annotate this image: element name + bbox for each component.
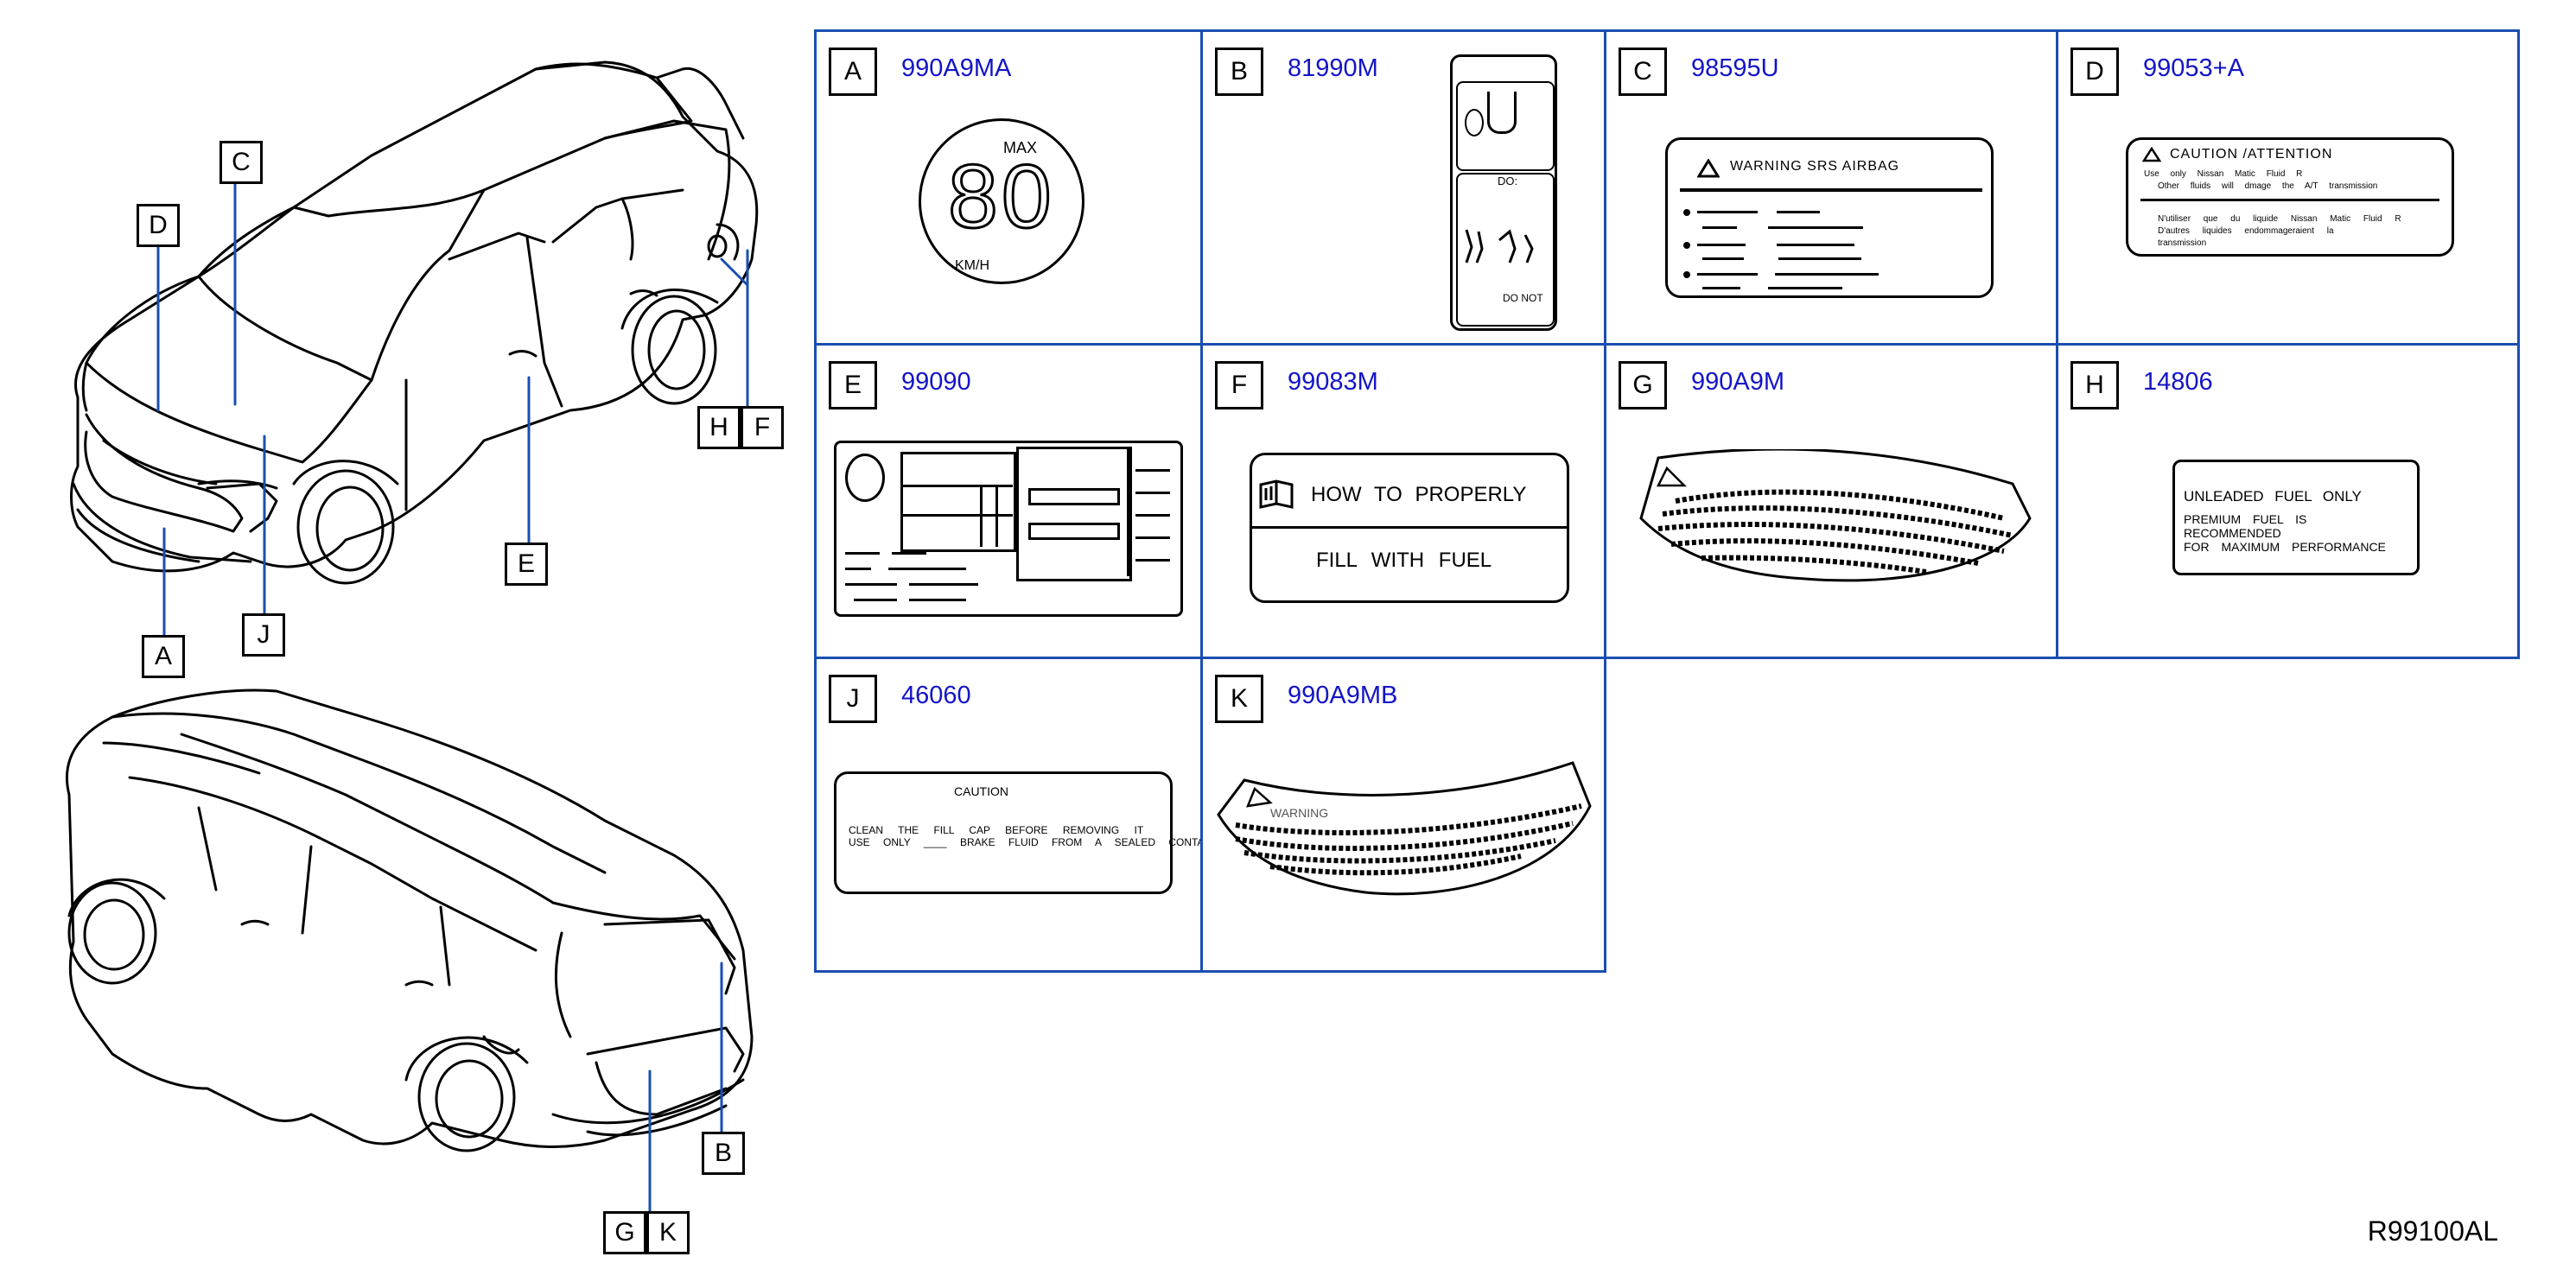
callout-c: C bbox=[219, 141, 263, 184]
callout-f: F bbox=[741, 406, 784, 449]
label-cell-d: D 99053+A CAUTION /ATTENTION Use only Ni… bbox=[2056, 29, 2520, 346]
label-grid: A 990A9MA MAX 80 KM/H B 81990M DO: DO NO… bbox=[814, 29, 2520, 973]
label-cell-c: C 98595U WARNING SRS AIRBAG bbox=[1604, 29, 2058, 346]
fluid-line-3: N'utiliser que du liquide Nissan Matic F… bbox=[2158, 214, 2401, 224]
label-cell-h: H 14806 UNLEADED FUEL ONLY PREMIUM FUEL … bbox=[2056, 343, 2520, 659]
callout-h: H bbox=[697, 406, 741, 449]
max-text: MAX bbox=[1003, 139, 1038, 156]
callout-g: G bbox=[603, 1211, 646, 1254]
curved-warning-label-2 bbox=[1217, 761, 1592, 896]
callout-d: D bbox=[137, 204, 180, 247]
srs-heading: WARNING SRS AIRBAG bbox=[1730, 159, 1900, 174]
curved-warning-label bbox=[1639, 449, 2032, 582]
part-number: 99090 bbox=[901, 368, 971, 396]
fluid-line-2: Other fluids will dmage the A/T transmis… bbox=[2158, 181, 2378, 191]
label-letter: C bbox=[1619, 48, 1667, 96]
label-letter: B bbox=[1215, 48, 1263, 96]
fuel-fill-label: HOW TO PROPERLY FILL WITH FUEL bbox=[1250, 453, 1569, 603]
label-letter: J bbox=[829, 675, 877, 723]
brake-fluid-label: CAUTION CLEAN THE FILL CAP BEFORE REMOVI… bbox=[834, 771, 1200, 894]
tire-icon bbox=[845, 454, 885, 502]
label-letter: K bbox=[1215, 675, 1263, 723]
book-icon bbox=[1259, 479, 1294, 509]
brake-line-1: CLEAN THE FILL CAP BEFORE REMOVING IT bbox=[849, 824, 1144, 836]
tire-placard-label bbox=[834, 441, 1183, 617]
warning-text: WARNING bbox=[1270, 806, 1329, 820]
label-cell-k: K 990A9MB WARNING bbox=[1200, 657, 1606, 973]
speed-label-circle bbox=[919, 118, 1084, 284]
callout-b: B bbox=[702, 1132, 745, 1175]
rear-view-car bbox=[65, 689, 754, 1152]
label-letter: D bbox=[2070, 48, 2119, 96]
label-cell-j: J 46060 CAUTION CLEAN THE FILL CAP BEFOR… bbox=[814, 657, 1203, 973]
label-cell-g: G 990A9M bbox=[1604, 343, 2058, 659]
part-number: 46060 bbox=[901, 682, 971, 709]
callout-e: E bbox=[505, 543, 548, 586]
unleaded-fuel-label: UNLEADED FUEL ONLY PREMIUM FUEL IS RECOM… bbox=[2172, 460, 2420, 575]
label-cell-b: B 81990M DO: DO NOT bbox=[1200, 29, 1606, 346]
part-number: 99053+A bbox=[2143, 54, 2244, 82]
fuel-line-1: HOW TO PROPERLY bbox=[1311, 483, 1527, 506]
label-letter: H bbox=[2070, 361, 2119, 409]
label-cell-e: E 99090 bbox=[814, 343, 1203, 659]
label-letter: E bbox=[829, 361, 877, 409]
tire-chain-label: DO: DO NOT bbox=[1450, 54, 1557, 331]
label-cell-a: A 990A9MA MAX 80 KM/H bbox=[814, 29, 1203, 346]
fluid-line-4: D'autres liquides endommageraient la bbox=[2158, 226, 2334, 236]
fuel-type-line-1: UNLEADED FUEL ONLY bbox=[2184, 488, 2362, 505]
speed-unit-text: KM/H bbox=[955, 258, 989, 273]
label-letter: F bbox=[1215, 361, 1263, 409]
fuel-type-line-3: RECOMMENDED bbox=[2184, 526, 2281, 540]
fuel-type-line-2: PREMIUM FUEL IS bbox=[2184, 512, 2307, 526]
brake-line-2: USE ONLY ____ BRAKE FLUID FROM A SEALED … bbox=[849, 836, 1203, 848]
caution-triangle-icon bbox=[2142, 147, 2161, 162]
fuel-type-line-4: FOR MAXIMUM PERFORMANCE bbox=[2184, 540, 2386, 554]
srs-airbag-label: WARNING SRS AIRBAG bbox=[1665, 137, 1994, 298]
vehicle-line-art bbox=[65, 60, 759, 1213]
callout-j: J bbox=[242, 613, 285, 657]
fuel-line-2: FILL WITH FUEL bbox=[1316, 549, 1492, 572]
do-text: DO: bbox=[1498, 175, 1518, 187]
front-view-car bbox=[70, 60, 759, 585]
part-number: 990A9MA bbox=[901, 54, 1012, 82]
part-number: 81990M bbox=[1288, 54, 1378, 82]
fluid-line-5: transmission bbox=[2158, 238, 2207, 248]
callout-a: A bbox=[142, 635, 185, 678]
part-number: 14806 bbox=[2143, 368, 2213, 396]
warning-triangle-icon bbox=[1697, 159, 1720, 178]
part-number: 990A9M bbox=[1691, 368, 1785, 396]
do-not-text: DO NOT bbox=[1503, 292, 1543, 304]
label-cell-f: F 99083M HOW TO PROPERLY FILL WITH FUEL bbox=[1200, 343, 1606, 659]
speed-limit-text: 80 bbox=[947, 146, 1055, 249]
vehicle-illustrations: C D H F E J A B G K bbox=[0, 0, 812, 1282]
part-number: 98595U bbox=[1691, 54, 1779, 82]
label-letter: A bbox=[829, 48, 877, 96]
part-number: 99083M bbox=[1288, 368, 1378, 396]
caution-heading: CAUTION /ATTENTION bbox=[2170, 147, 2333, 162]
brake-heading: CAUTION bbox=[954, 784, 1008, 798]
transmission-fluid-label: CAUTION /ATTENTION Use only Nissan Matic… bbox=[2126, 137, 2454, 257]
fluid-line-1: Use only Nissan Matic Fluid R bbox=[2144, 169, 2303, 179]
label-letter: G bbox=[1619, 361, 1667, 409]
part-number: 990A9MB bbox=[1288, 682, 1398, 709]
callout-k: K bbox=[646, 1211, 690, 1254]
diagram-code: R99100AL bbox=[2367, 1215, 2498, 1247]
